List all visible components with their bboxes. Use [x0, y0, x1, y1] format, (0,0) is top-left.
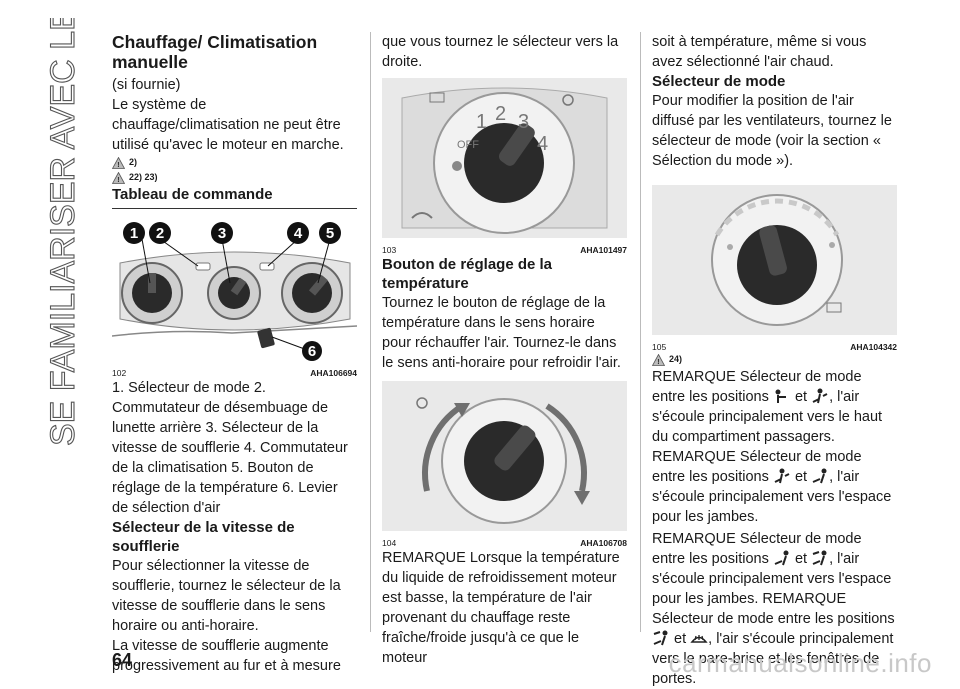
remark-part: et: [674, 631, 687, 647]
feet-defrost-icon: [653, 630, 668, 646]
dial-speed-4: 4: [537, 133, 548, 155]
column-divider: [640, 32, 641, 632]
dial-speed-2: 2: [495, 103, 506, 125]
callout-3: 3: [218, 225, 226, 242]
remark-text: REMARQUE Sélecteur de mode entre les pos…: [652, 529, 897, 689]
dial-speed-3: 3: [518, 111, 529, 133]
body-text: Tournez le bouton de réglage de la tempé…: [382, 295, 621, 371]
body-text: La vitesse de soufflerie augmente progre…: [112, 638, 341, 674]
figure-number: 104: [382, 538, 397, 548]
face-vent-icon: [727, 244, 733, 250]
callout-1: 1: [130, 225, 138, 242]
svg-text:!: !: [657, 359, 659, 366]
subsection-heading: Bouton de réglage de la température: [382, 256, 553, 292]
svg-text:!: !: [117, 177, 119, 184]
remark-part: , l'air s'écoule principalement vers le …: [652, 631, 894, 687]
subsection-heading: Sélecteur de mode: [652, 73, 786, 90]
warning-triangle-icon: !: [652, 353, 665, 366]
recirculation-icon: [411, 212, 433, 219]
remark-part: REMARQUE Sélecteur de mode entre les pos…: [652, 531, 862, 567]
body-text: Pour modifier la position de l'air diffu…: [652, 93, 892, 169]
warning-ref: ! 2): [112, 155, 357, 170]
remark-part: et: [794, 389, 808, 405]
fan-icon: [452, 161, 462, 171]
remark-text: REMARQUE Lorsque la température du liqui…: [382, 550, 620, 666]
remark-part: et: [794, 551, 808, 567]
mode-dial-figure: 105 AHA104342: [652, 185, 897, 352]
callout-6: 6: [308, 343, 316, 360]
figure-code: AHA101497: [580, 245, 627, 255]
callout-2: 2: [156, 225, 164, 242]
control-panel-illustration: 1 2 3 4 5 6: [111, 222, 358, 361]
feet-vent-icon: [774, 550, 789, 566]
figure-caption: 102 AHA106694: [112, 368, 357, 378]
remark-part: et: [794, 469, 808, 485]
column-3: soit à température, même si vous avez sé…: [652, 32, 897, 689]
figure-caption: 105 AHA104342: [652, 342, 897, 352]
fan-dial-figure: OFF 1 2 3 4 103 AHA101497: [382, 78, 627, 255]
figure-number: 103: [382, 245, 397, 255]
warning-ref-label: 24): [669, 354, 683, 364]
remark-part: , l'air s'écoule principalement vers l'e…: [652, 469, 892, 525]
face-feet-vent-icon: [774, 468, 790, 484]
mode-dial-illustration: [652, 185, 897, 335]
section-heading: Chauffage/ Climatisation manuelle: [112, 32, 318, 72]
face-feet-vent-icon: [812, 388, 828, 404]
warning-ref-label: 2): [129, 157, 138, 167]
fan-dial-illustration: OFF 1 2 3 4: [382, 78, 627, 238]
figure-number: 105: [652, 342, 667, 352]
callout-5: 5: [326, 225, 334, 242]
callout-4: 4: [294, 225, 303, 242]
subsection-heading: Tableau de commande: [112, 186, 273, 203]
intro-text: Le système de chauffage/climatisation ne…: [112, 97, 344, 153]
figure-code: AHA106708: [580, 538, 627, 548]
dial-speed-1: 1: [476, 111, 487, 133]
feet-vent-icon: [829, 242, 835, 248]
figure-caption: 104 AHA106708: [382, 538, 627, 548]
remark-part: REMARQUE Sélecteur de mode entre les pos…: [652, 369, 862, 405]
warning-ref: ! 22) 23): [112, 170, 357, 185]
remark-text: REMARQUE Sélecteur de mode entre les pos…: [652, 367, 897, 527]
warning-triangle-icon: !: [112, 171, 125, 184]
temperature-dial-figure: 104 AHA106708: [382, 381, 627, 548]
svg-text:!: !: [117, 162, 119, 169]
side-title-text: SE FAMILIARISER AVEC LE VÉHICULE: [44, 18, 82, 446]
ac-icon: [562, 94, 574, 106]
page-number: 64: [112, 650, 133, 670]
watermark: carmanualsonline.info: [668, 648, 932, 678]
warning-triangle-icon: !: [112, 156, 125, 169]
windscreen-defrost-icon: [690, 635, 708, 643]
figure-caption: 103 AHA101497: [382, 245, 627, 255]
column-2: que vous tournez le sélecteur vers la dr…: [382, 32, 627, 668]
column-1: Chauffage/ Climatisation manuelle (si fo…: [111, 32, 358, 676]
dial-off-label: OFF: [457, 139, 479, 151]
body-text: soit à température, même si vous avez sé…: [652, 34, 867, 70]
subsection-heading: Sélecteur de la vitesse de soufflerie: [112, 519, 295, 555]
warning-ref: ! 24): [652, 352, 897, 367]
side-chapter-title: SE FAMILIARISER AVEC LE VÉHICULE: [28, 0, 86, 448]
column-divider: [370, 32, 371, 632]
remark-part: , l'air s'écoule principalement vers l'e…: [652, 551, 895, 627]
windscreen-defrost-icon: [826, 302, 842, 313]
rule: [112, 208, 357, 209]
ac-icon: [416, 397, 428, 409]
body-text: que vous tournez le sélecteur vers la dr…: [382, 34, 619, 70]
warning-ref-label: 22) 23): [129, 172, 158, 182]
subtitle: (si fournie): [112, 77, 181, 93]
remark-part: , l'air s'écoule principalement vers le …: [652, 389, 883, 485]
feet-vent-icon: [812, 468, 827, 484]
control-panel-figure: 1 2 3 4 5 6 102 AHA106694: [111, 211, 358, 378]
face-vent-icon: [775, 389, 786, 403]
windscreen-defrost-icon: [429, 92, 445, 103]
figure-number: 102: [112, 368, 127, 378]
body-text: Pour sélectionner la vitesse de souffler…: [112, 558, 341, 634]
figure-code: AHA104342: [850, 342, 897, 352]
legend-text: 1. Sélecteur de mode 2. Commutateur de d…: [112, 380, 348, 516]
figure-code: AHA106694: [310, 368, 357, 378]
temperature-dial-illustration: [382, 381, 627, 531]
feet-defrost-icon: [812, 550, 827, 566]
